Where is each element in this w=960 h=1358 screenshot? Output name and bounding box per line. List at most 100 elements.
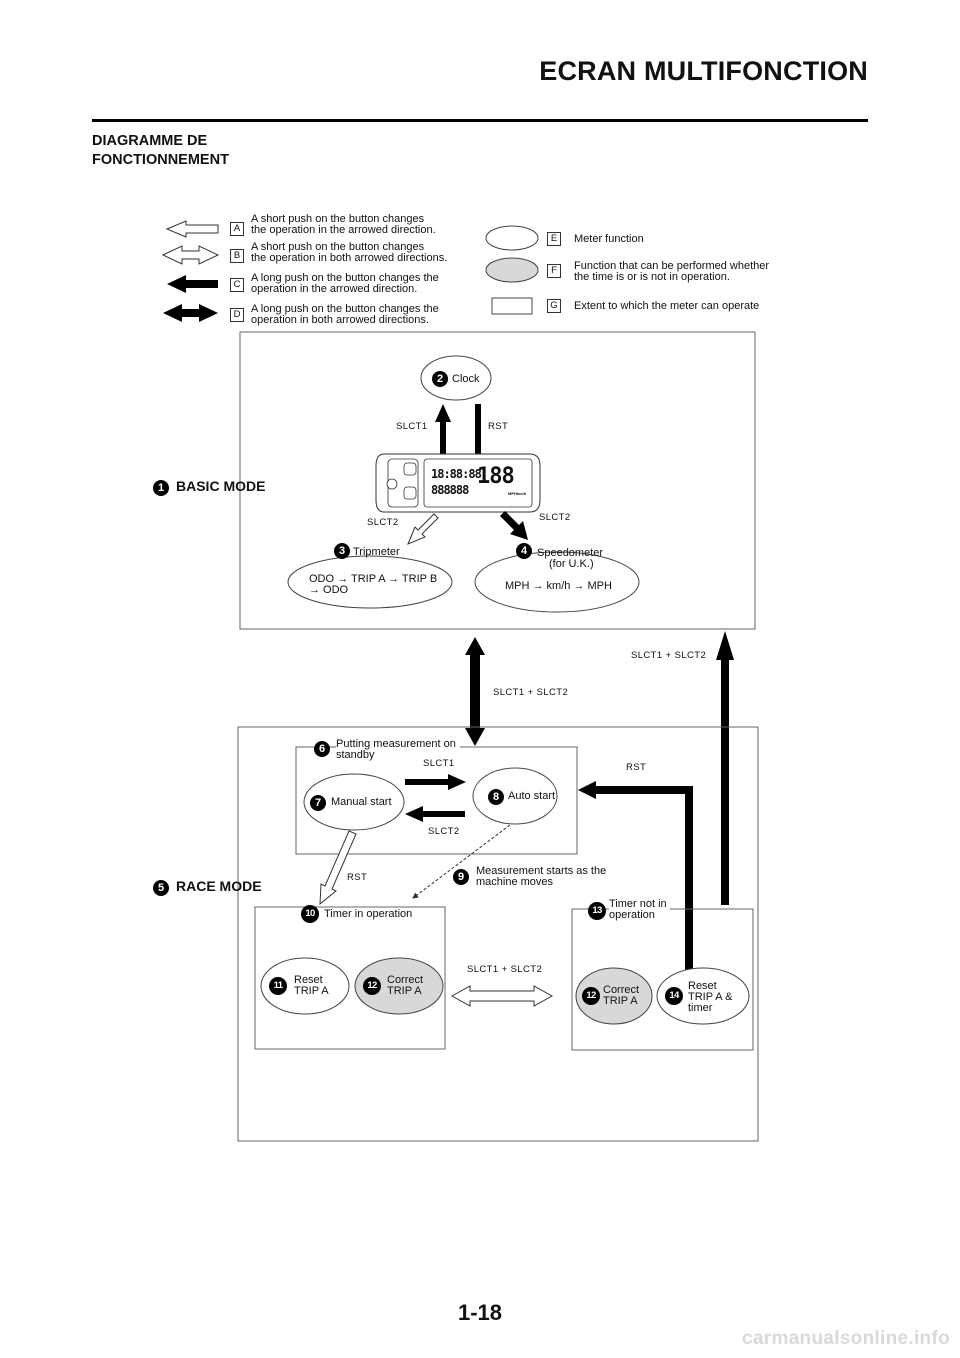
tripmeter-sequence-1: ODO → TRIP A → TRIP B — [309, 573, 438, 585]
lcd-top-readout: 18:88:88 — [431, 467, 482, 481]
slct1-slct2-outline-double-arrow — [450, 985, 554, 1007]
timer-not-in-operation-number: 13 — [588, 902, 606, 920]
legend-key-g: G — [547, 299, 561, 313]
legend-arrow-d — [163, 304, 218, 322]
basic-mode-number: 1 — [153, 480, 169, 496]
legend-arrow-a — [165, 220, 219, 238]
subtitle-line-2: FONCTIONNEMENT — [92, 152, 229, 168]
header-rule — [92, 119, 868, 122]
slct1-right-arrow — [405, 774, 466, 790]
legend-d-text-1: A long push on the button changes the — [251, 303, 439, 315]
correct-trip-a-left-ellipse — [354, 957, 444, 1015]
slct2-label-left: SLCT2 — [367, 517, 399, 528]
rst-down-arrow — [470, 404, 486, 482]
legend-f-text-2: the time is or is not in operation. — [574, 271, 730, 283]
slct1-up-arrow — [435, 404, 451, 482]
rst-outline-down-arrow — [319, 830, 357, 906]
legend-key-b: B — [230, 249, 244, 263]
page-title: ECRAN MULTIFONCTION — [539, 56, 868, 86]
watermark: carmanualsonline.info — [742, 1328, 950, 1349]
reset-trip-a-timer-label-2: TRIP A & — [688, 991, 733, 1003]
basic-mode-label: BASIC MODE — [176, 478, 266, 494]
legend-b-text-1: A short push on the button changes — [251, 241, 425, 253]
meter-panel-illustration — [375, 453, 541, 513]
measurement-number: 9 — [453, 869, 469, 885]
legend-b-text-2: the operation in both arrowed directions… — [251, 252, 448, 264]
reset-trip-a-label-2: TRIP A — [294, 985, 329, 997]
manual-start-label: Manual start — [331, 796, 392, 808]
tripmeter-ellipse — [287, 555, 453, 609]
reset-trip-a-timer-ellipse — [656, 967, 750, 1025]
race-mode-label: RACE MODE — [176, 878, 262, 894]
lcd-bottom-readout: 888888 — [431, 483, 469, 497]
legend-anytime-function-ellipse — [485, 257, 539, 283]
legend-key-c: C — [230, 278, 244, 292]
standby-label-2: standby — [336, 749, 375, 761]
legend-c-text-2: operation in the arrowed direction. — [251, 283, 418, 295]
timer-in-operation-number: 10 — [301, 905, 319, 923]
clock-number: 2 — [432, 371, 448, 387]
page-number: 1-18 — [457, 1300, 503, 1325]
lcd-unit: MPHkm/h — [508, 491, 527, 496]
reset-trip-a-timer-label-3: timer — [688, 1002, 713, 1014]
auto-start-ellipse — [472, 767, 558, 825]
speedometer-ellipse — [474, 551, 640, 613]
measurement-label-1: Measurement starts as the — [476, 865, 607, 877]
slct2-label-race: SLCT2 — [428, 826, 460, 837]
slct2-right-black-arrow — [500, 511, 528, 540]
rst-label-basic: RST — [488, 421, 509, 432]
slct1-slct2-label-lower: SLCT1 + SLCT2 — [467, 964, 543, 975]
tripmeter-label: Tripmeter — [353, 546, 400, 558]
legend-c-text-1: A long push on the button changes the — [251, 272, 439, 284]
auto-start-label: Auto start — [508, 790, 556, 802]
correct-trip-a-right-ellipse — [575, 967, 653, 1025]
measurement-dashed-arrow — [412, 824, 511, 899]
correct-trip-a-left-number: 12 — [363, 977, 381, 995]
standby-number: 6 — [314, 741, 330, 757]
slct2-left-outline-arrow — [407, 513, 439, 545]
reset-trip-a-timer-number: 14 — [665, 987, 683, 1005]
manual-start-number: 7 — [310, 795, 326, 811]
legend-a-text-2: the operation in the arrowed direction. — [251, 224, 436, 236]
speedometer-label-1: Speedometer — [537, 547, 604, 559]
speedometer-sequence: MPH → km/h → MPH — [505, 580, 612, 592]
legend-key-f: F — [547, 264, 561, 278]
slct1-slct2-double-arrow — [465, 637, 485, 746]
section-subtitle: DIAGRAMME DE FONCTIONNEMENT — [92, 132, 229, 170]
return-to-basic-arrow — [716, 631, 734, 905]
speedometer-number: 4 — [516, 543, 532, 559]
slct2-label-right: SLCT2 — [539, 512, 571, 523]
tripmeter-sequence-2: → ODO — [309, 584, 349, 596]
legend-a-text-1: A short push on the button changes — [251, 213, 425, 225]
legend-f-text-1: Function that can be performed whether — [574, 260, 770, 272]
lcd-big-readout: 188 — [477, 464, 515, 489]
correct-trip-a-left-label-1: Correct — [387, 974, 424, 986]
reset-trip-a-label-1: Reset — [294, 974, 323, 986]
legend-key-a: A — [230, 222, 244, 236]
legend-key-e: E — [547, 232, 561, 246]
legend-e-text: Meter function — [574, 233, 644, 245]
subtitle-line-1: DIAGRAMME DE — [92, 133, 208, 149]
legend-key-d: D — [230, 308, 244, 322]
legend-arrow-c — [167, 275, 218, 293]
basic-mode-box — [239, 331, 756, 630]
timer-not-in-operation-label-2: operation — [609, 909, 658, 922]
reset-trip-a-number: 11 — [269, 977, 287, 995]
correct-trip-a-left-label-2: TRIP A — [387, 985, 422, 997]
correct-trip-a-right-label-2: TRIP A — [603, 995, 638, 1007]
slct1-label-race: SLCT1 — [423, 758, 455, 769]
legend-arrow-b — [161, 245, 220, 265]
reset-trip-a-ellipse — [260, 957, 350, 1015]
race-mode-box — [237, 726, 759, 1142]
timer-in-operation-box — [254, 906, 446, 1050]
timer-not-in-operation-label-1: Timer not in — [609, 898, 670, 911]
rst-label-right: RST — [626, 762, 647, 773]
clock-label: Clock — [452, 373, 480, 385]
reset-trip-a-timer-label-1: Reset — [688, 980, 717, 992]
standby-label-1: Putting measurement on — [336, 738, 460, 751]
slct1-label-basic: SLCT1 — [396, 421, 428, 432]
race-mode-number: 5 — [153, 880, 169, 896]
rst-label-left: RST — [347, 872, 368, 883]
slct1-slct2-label-right: SLCT1 + SLCT2 — [631, 650, 707, 661]
